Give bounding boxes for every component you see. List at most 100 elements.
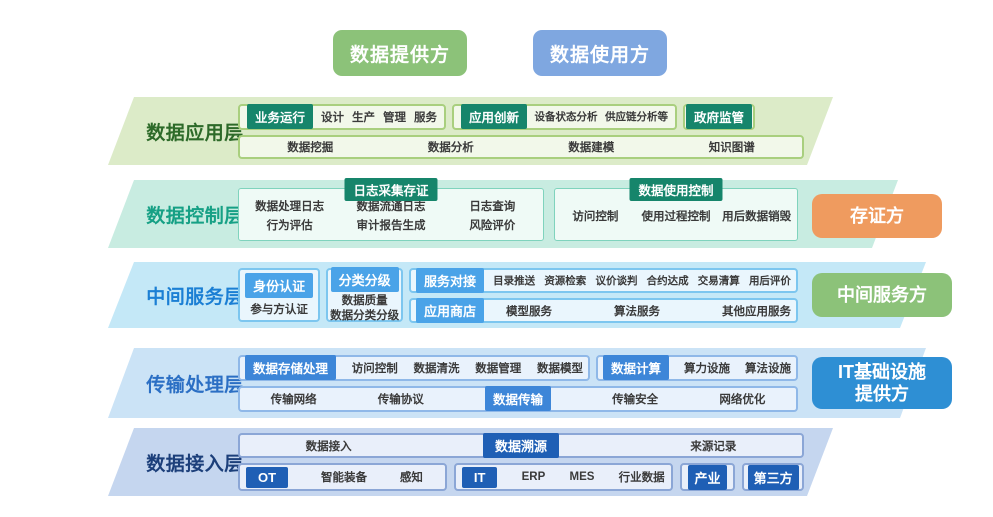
item-resource-retrieval[interactable]: 资源检索 (544, 275, 587, 287)
item-erp[interactable]: ERP (521, 471, 546, 483)
tag-service-docking: 服务对接 (415, 268, 484, 293)
role-badge-data-provider[interactable]: 数据提供方 (333, 30, 467, 76)
item-data-cleaning[interactable]: 数据清洗 (413, 362, 460, 375)
item-design[interactable]: 设计 (321, 111, 344, 124)
item-data-mining[interactable]: 数据挖掘 (287, 141, 334, 154)
control-groups-row: 数据处理日志 数据流通日志 日志查询 行为评估 审计报告生成 风险评价 日志采集… (238, 177, 798, 241)
group-ot[interactable]: OT 智能装备 感知 (238, 463, 447, 491)
side-badge-label: 中间服务方 (837, 285, 927, 305)
item-contract-conclusion[interactable]: 合约达成 (646, 275, 689, 287)
item-supply-chain-analysis[interactable]: 供应链分析等 (604, 111, 668, 123)
item-usage-process-control[interactable]: 使用过程控制 (641, 210, 711, 223)
layer-label-data-application: 数据应用层 (146, 122, 244, 144)
item-post-use-data-destruction[interactable]: 用后数据销毁 (722, 210, 792, 223)
item-perception[interactable]: 感知 (399, 472, 423, 484)
group-app-store[interactable]: 应用商店 模型服务 算法服务 其他应用服务 (408, 298, 798, 323)
tag-app-store: 应用商店 (415, 298, 484, 323)
item-source-record[interactable]: 来源记录 (690, 440, 737, 453)
item-post-use-evaluation[interactable]: 用后评价 (748, 275, 791, 287)
item-model-service[interactable]: 模型服务 (506, 305, 552, 318)
item-access-control[interactable]: 访问控制 (572, 210, 619, 223)
access-bottom-row: OT 智能装备 感知 IT ERP MES 行业数据 (238, 463, 804, 491)
group-access-sources[interactable]: 数据接入 数据溯源 来源记录 (238, 433, 804, 458)
item-network-optimization[interactable]: 网络优化 (719, 393, 766, 406)
group-government-supervision[interactable]: 政府监管 (683, 103, 755, 130)
layer-band-transmission-processing: 传输处理层 数据存储处理 访问控制 数据清洗 数据管理 数据模型 (108, 348, 926, 418)
layer-label-data-control: 数据控制层 (146, 205, 244, 227)
group-data-storage-processing[interactable]: 数据存储处理 访问控制 数据清洗 数据管理 数据模型 (238, 354, 590, 381)
item-data-access[interactable]: 数据接入 (305, 440, 352, 453)
layer-label-data-access: 数据接入层 (146, 453, 244, 475)
group-industry[interactable]: 产业 (679, 463, 736, 491)
item-behavior-assessment[interactable]: 行为评估 (266, 220, 313, 232)
card-identity-authentication[interactable]: 身份认证 参与方认证 (238, 268, 321, 322)
tag-business-operation: 业务运行 (247, 104, 314, 129)
item-risk-evaluation[interactable]: 风险评价 (469, 220, 516, 232)
item-service[interactable]: 服务 (413, 111, 437, 124)
tag-government-supervision: 政府监管 (685, 104, 752, 129)
item-transmission-security[interactable]: 传输安全 (612, 393, 659, 406)
item-equipment-status-analysis[interactable]: 设备状态分析 (534, 111, 598, 123)
item-data-analysis[interactable]: 数据分析 (427, 141, 474, 154)
item-industry-data[interactable]: 行业数据 (618, 472, 665, 484)
item-data-processing-log[interactable]: 数据处理日志 (255, 201, 325, 213)
item-management[interactable]: 管理 (382, 111, 406, 124)
item-other-application-service[interactable]: 其他应用服务 (722, 305, 791, 318)
item-intelligent-equipment[interactable]: 智能装备 (320, 472, 367, 484)
tag-identity-authentication: 身份认证 (245, 273, 314, 298)
tag-industry: 产业 (688, 464, 727, 490)
group-third-party[interactable]: 第三方 (742, 463, 804, 491)
legend-log-collection: 日志采集存证 (344, 177, 438, 201)
fieldset-log-collection[interactable]: 数据处理日志 数据流通日志 日志查询 行为评估 审计报告生成 风险评价 日志采集… (238, 177, 544, 241)
role-badge-data-consumer[interactable]: 数据使用方 (533, 30, 667, 76)
side-badge-intermediate-service-party[interactable]: 中间服务方 (812, 273, 952, 317)
item-transmission-network[interactable]: 传输网络 (270, 393, 317, 406)
side-badge-evidence-party[interactable]: 存证方 (812, 194, 942, 238)
side-badge-label-line1: IT基础设施 (838, 362, 926, 382)
item-participant-authentication[interactable]: 参与方认证 (250, 304, 308, 316)
item-mes[interactable]: MES (569, 471, 595, 483)
side-badge-label: 存证方 (850, 206, 904, 226)
side-badge-it-infrastructure-provider[interactable]: IT基础设施 提供方 (812, 357, 952, 409)
item-price-negotiation[interactable]: 议价谈判 (595, 275, 638, 287)
item-transmission-protocol[interactable]: 传输协议 (377, 393, 424, 406)
layer-label-transmission-processing: 传输处理层 (146, 374, 244, 396)
item-data-management[interactable]: 数据管理 (475, 362, 522, 375)
item-data-classification-grading[interactable]: 数据分类分级 (330, 309, 400, 322)
item-knowledge-graph[interactable]: 知识图谱 (708, 141, 755, 154)
tag-data-provenance: 数据溯源 (482, 433, 559, 458)
role-badge-label: 数据使用方 (549, 44, 650, 66)
layer-band-data-control: 数据控制层 数据处理日志 数据流通日志 日志查询 行为评估 审计报告生成 风险评… (108, 177, 898, 248)
group-it[interactable]: IT ERP MES 行业数据 (453, 463, 673, 491)
layer-band-intermediate-service: 中间服务层 身份认证 参与方认证 分类分级 数据质量 数据分类分级 (108, 262, 926, 328)
transmission-top-row: 数据存储处理 访问控制 数据清洗 数据管理 数据模型 数据计算 算力设施 算法设… (238, 354, 798, 381)
group-transmission-basics[interactable]: 传输网络 传输协议 数据传输 传输安全 网络优化 (238, 385, 798, 412)
item-data-circulation-log[interactable]: 数据流通日志 (356, 201, 426, 213)
item-audit-report-generation[interactable]: 审计报告生成 (356, 220, 426, 232)
group-application-innovation[interactable]: 应用创新 设备状态分析 供应链分析等 (452, 103, 677, 130)
layer-band-data-access: 数据接入层 数据接入 数据溯源 来源记录 OT (108, 428, 833, 496)
item-algorithm-facility[interactable]: 算法设施 (744, 362, 791, 375)
layer-band-data-application: 数据应用层 业务运行 设计 生产 管理 服务 (108, 97, 833, 165)
item-computing-power-facility[interactable]: 算力设施 (684, 362, 730, 375)
card-classification-grading[interactable]: 分类分级 数据质量 数据分类分级 (326, 266, 403, 322)
item-algorithm-service[interactable]: 算法服务 (614, 305, 660, 318)
item-transaction-settlement[interactable]: 交易清算 (697, 275, 740, 287)
group-service-docking[interactable]: 服务对接 目录推送 资源检索 议价谈判 合约达成 交易清算 用后评价 (408, 268, 798, 293)
tag-ot: OT (246, 466, 289, 488)
item-catalog-push[interactable]: 目录推送 (493, 275, 536, 287)
item-production[interactable]: 生产 (351, 111, 375, 124)
legend-data-usage-control: 数据使用控制 (629, 177, 723, 201)
tag-classification-grading: 分类分级 (330, 266, 399, 292)
fieldset-data-usage-control[interactable]: 访问控制 使用过程控制 用后数据销毁 数据使用控制 (554, 177, 798, 241)
group-business-operation[interactable]: 业务运行 设计 生产 管理 服务 (238, 103, 446, 130)
side-badge-label-line2: 提供方 (855, 384, 909, 404)
group-data-analytics[interactable]: 数据挖掘 数据分析 数据建模 知识图谱 (238, 134, 804, 159)
role-badge-label: 数据提供方 (349, 44, 450, 66)
item-data-model[interactable]: 数据模型 (536, 362, 583, 375)
group-data-computing[interactable]: 数据计算 算力设施 算法设施 (596, 354, 798, 381)
item-access-control[interactable]: 访问控制 (351, 362, 398, 375)
item-log-query[interactable]: 日志查询 (469, 201, 516, 213)
item-data-modeling[interactable]: 数据建模 (568, 141, 615, 154)
item-data-quality[interactable]: 数据质量 (341, 294, 388, 307)
